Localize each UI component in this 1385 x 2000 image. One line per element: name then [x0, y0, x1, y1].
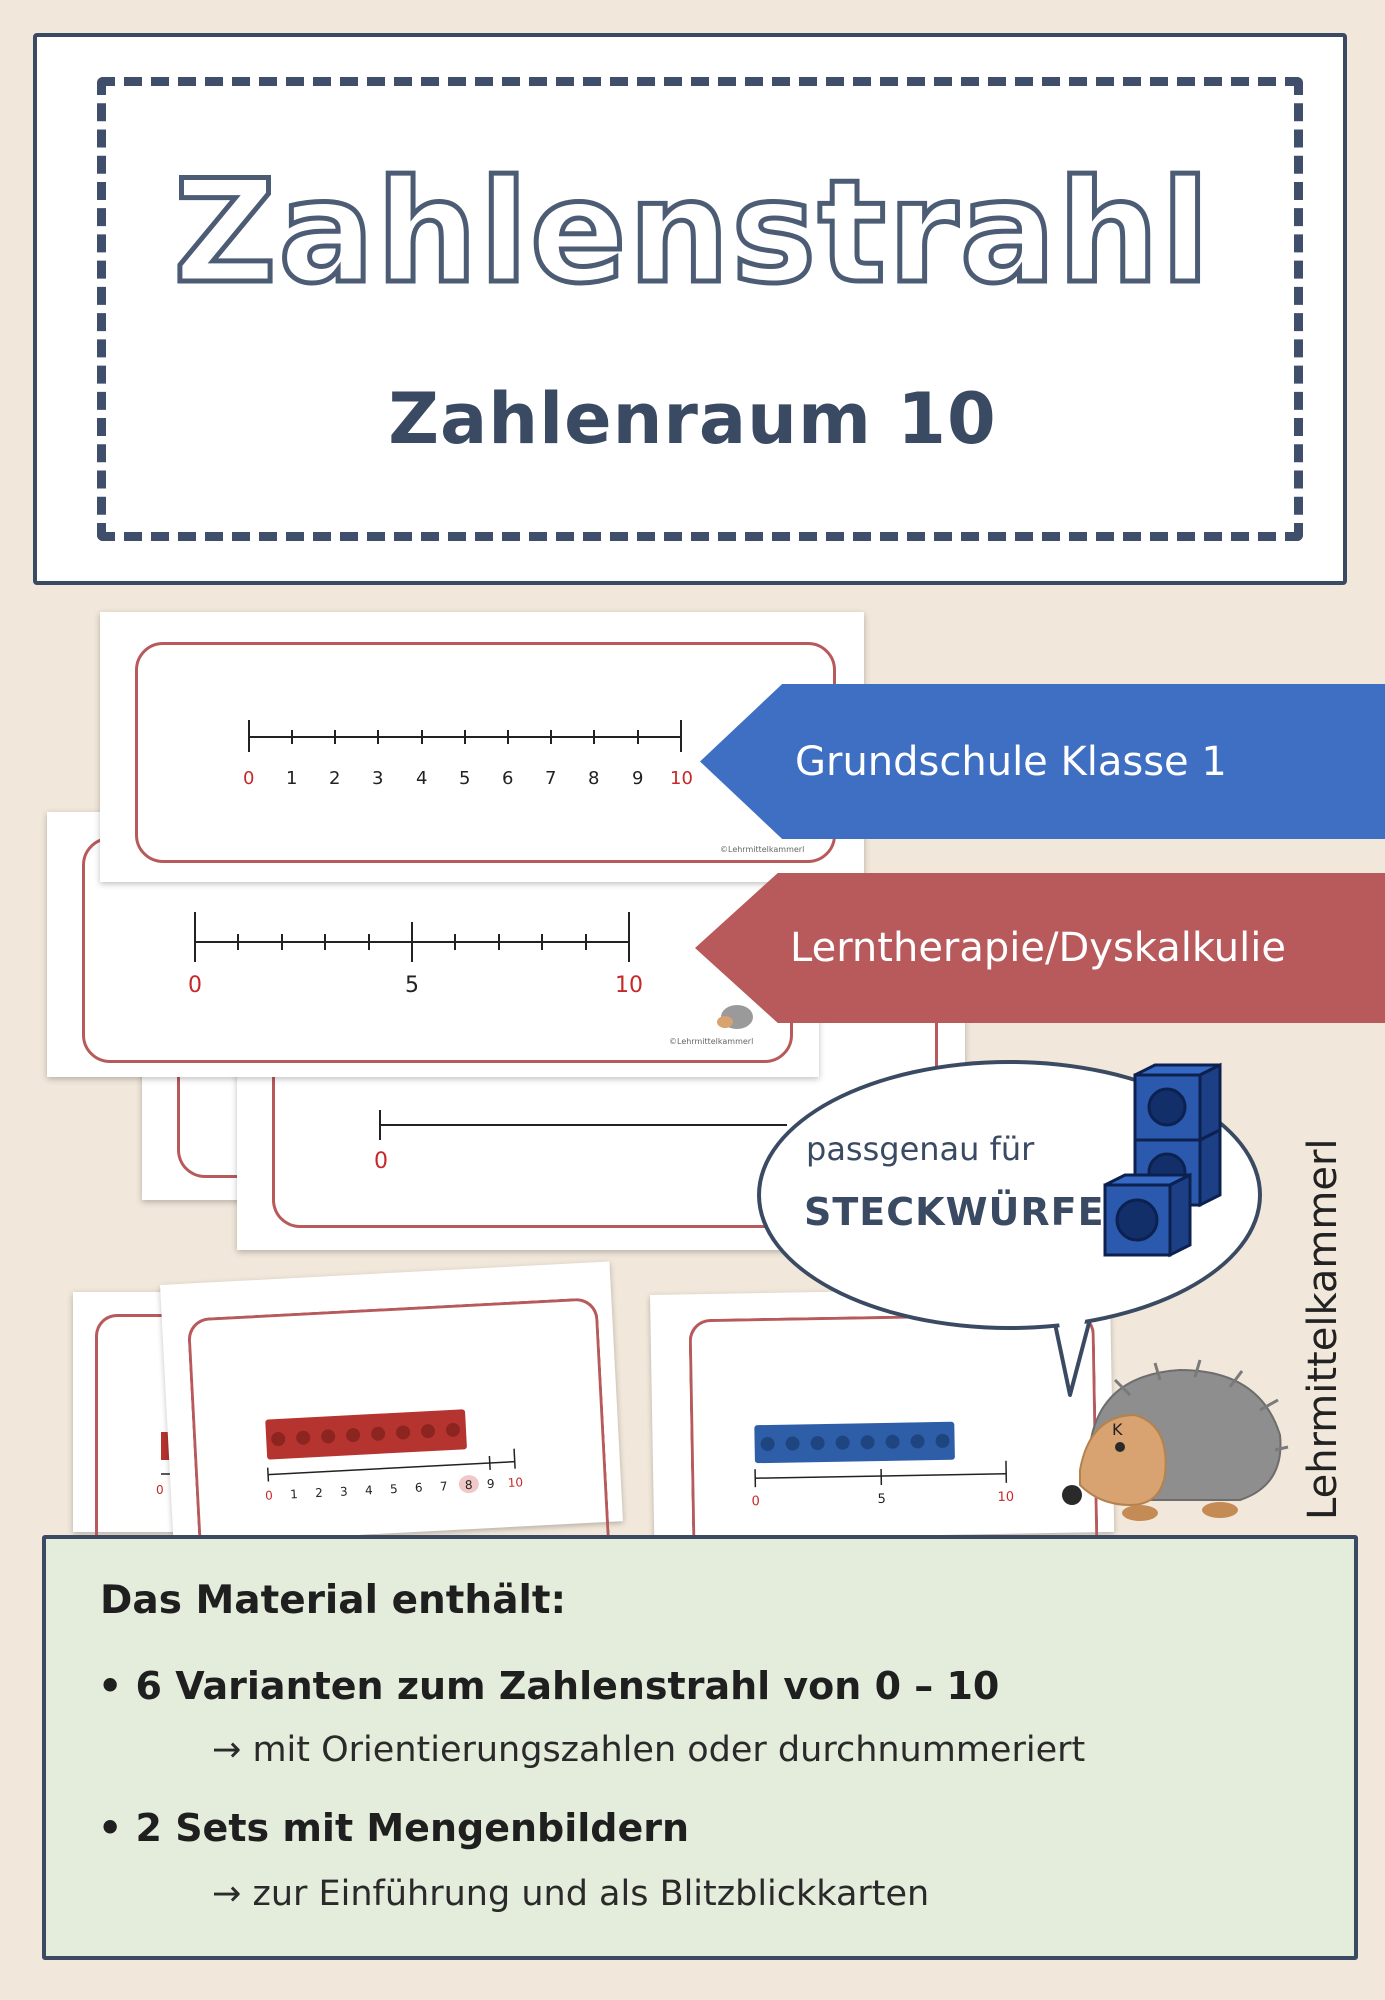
tick-label-0: 0	[188, 973, 202, 998]
main-title: Zahlenstrahl	[171, 148, 1212, 318]
info-box	[42, 1535, 1358, 1960]
bubble-text-line1: passgenau für	[806, 1130, 1035, 1168]
tick-label-4: 4	[416, 768, 427, 789]
tick-label-10: 10	[615, 973, 643, 998]
tick-label-10: 10	[507, 1475, 523, 1490]
card-copyright: ©Lehrmittelkammerl	[669, 1037, 753, 1046]
tag-grundschule: Grundschule Klasse 1	[700, 684, 1385, 839]
number-line-blue-cubes: 0 5 10	[751, 1421, 1014, 1509]
tick-label-5: 5	[405, 973, 419, 998]
info-sub-1: → mit Orientierungszahlen oder durchnumm…	[212, 1730, 1086, 1770]
bubble-text-line2: STECKWÜRFEL	[804, 1190, 1130, 1234]
highlight-8	[458, 1475, 479, 1494]
tick-label-6: 6	[502, 768, 513, 789]
picture-card-blue: 0 5 10	[650, 1286, 1115, 1548]
cube-stack-icon	[1103, 1062, 1222, 1258]
brand-vertical-text: Lehrmittelkammerl	[1300, 1138, 1346, 1520]
picture-card-red: 0 1 2 3 4 5 6 7 8 9 10	[160, 1261, 623, 1562]
tick-label-8: 8	[465, 1478, 473, 1492]
tick-label-2: 2	[315, 1486, 323, 1500]
number-line-red-cubes: 0 1 2 3 4 5 6 7 8 9 10	[265, 1409, 523, 1503]
tick-label-0: 0	[751, 1494, 760, 1509]
tick-label-6: 6	[415, 1481, 423, 1495]
tick-label-9: 9	[487, 1477, 495, 1491]
tick-label-0: 0	[243, 768, 254, 789]
tick-label-7: 7	[545, 768, 556, 789]
tick-label-5: 5	[877, 1492, 886, 1507]
card-copyright: ©Lehrmittelkammerl	[720, 845, 804, 854]
blue-cube-bar	[754, 1421, 955, 1464]
tick-label-10: 10	[670, 768, 693, 789]
hedgehog-small-icon	[717, 1005, 753, 1029]
tick-label-4: 4	[365, 1483, 373, 1497]
sub-title: Zahlenraum 10	[388, 378, 997, 460]
title-dashed-border	[97, 77, 1303, 541]
info-bullet-2: • 2 Sets mit Mengenbildern	[98, 1806, 690, 1850]
tick-label-7: 7	[440, 1479, 448, 1493]
red-cube-bar	[265, 1409, 467, 1460]
info-bullet-1: • 6 Varianten zum Zahlenstrahl von 0 – 1…	[98, 1664, 1000, 1708]
tag-lerntherapie-label: Lerntherapie/Dyskalkulie	[790, 925, 1286, 971]
tick-label-2: 2	[329, 768, 340, 789]
tick-label-5: 5	[390, 1482, 398, 1496]
tick-label-5: 5	[459, 768, 470, 789]
number-line-card1: 0 1 2 3 4 5 6 7 8 9 10 ©Lehrmittelkammer…	[243, 720, 804, 854]
tick-label: 0	[156, 1483, 164, 1497]
tick-label-8: 8	[588, 768, 599, 789]
number-line-card2: 0 5 10 ©Lehrmittelkammerl	[188, 912, 753, 1046]
tick-label-3: 3	[372, 768, 383, 789]
tag-grundschule-label: Grundschule Klasse 1	[795, 738, 1227, 785]
tick-label-3: 3	[340, 1484, 348, 1498]
tick-label-0: 0	[265, 1488, 273, 1502]
tick-label: 0	[374, 1149, 388, 1174]
info-sub-2: → zur Einführung und als Blitzblickkarte…	[212, 1874, 930, 1914]
info-heading: Das Material enthält:	[100, 1578, 567, 1623]
number-line-card3: 0	[374, 1110, 787, 1174]
hedgehog-letter: K	[1112, 1420, 1123, 1439]
tick-label-10: 10	[997, 1490, 1014, 1505]
title-box	[33, 33, 1347, 585]
tick-label-1: 1	[290, 1487, 298, 1501]
tag-lerntherapie: Lerntherapie/Dyskalkulie	[695, 873, 1385, 1023]
tick-label-9: 9	[632, 768, 643, 789]
hedgehog-mascot-icon: K	[1062, 1359, 1289, 1521]
tick-label-1: 1	[286, 768, 297, 789]
